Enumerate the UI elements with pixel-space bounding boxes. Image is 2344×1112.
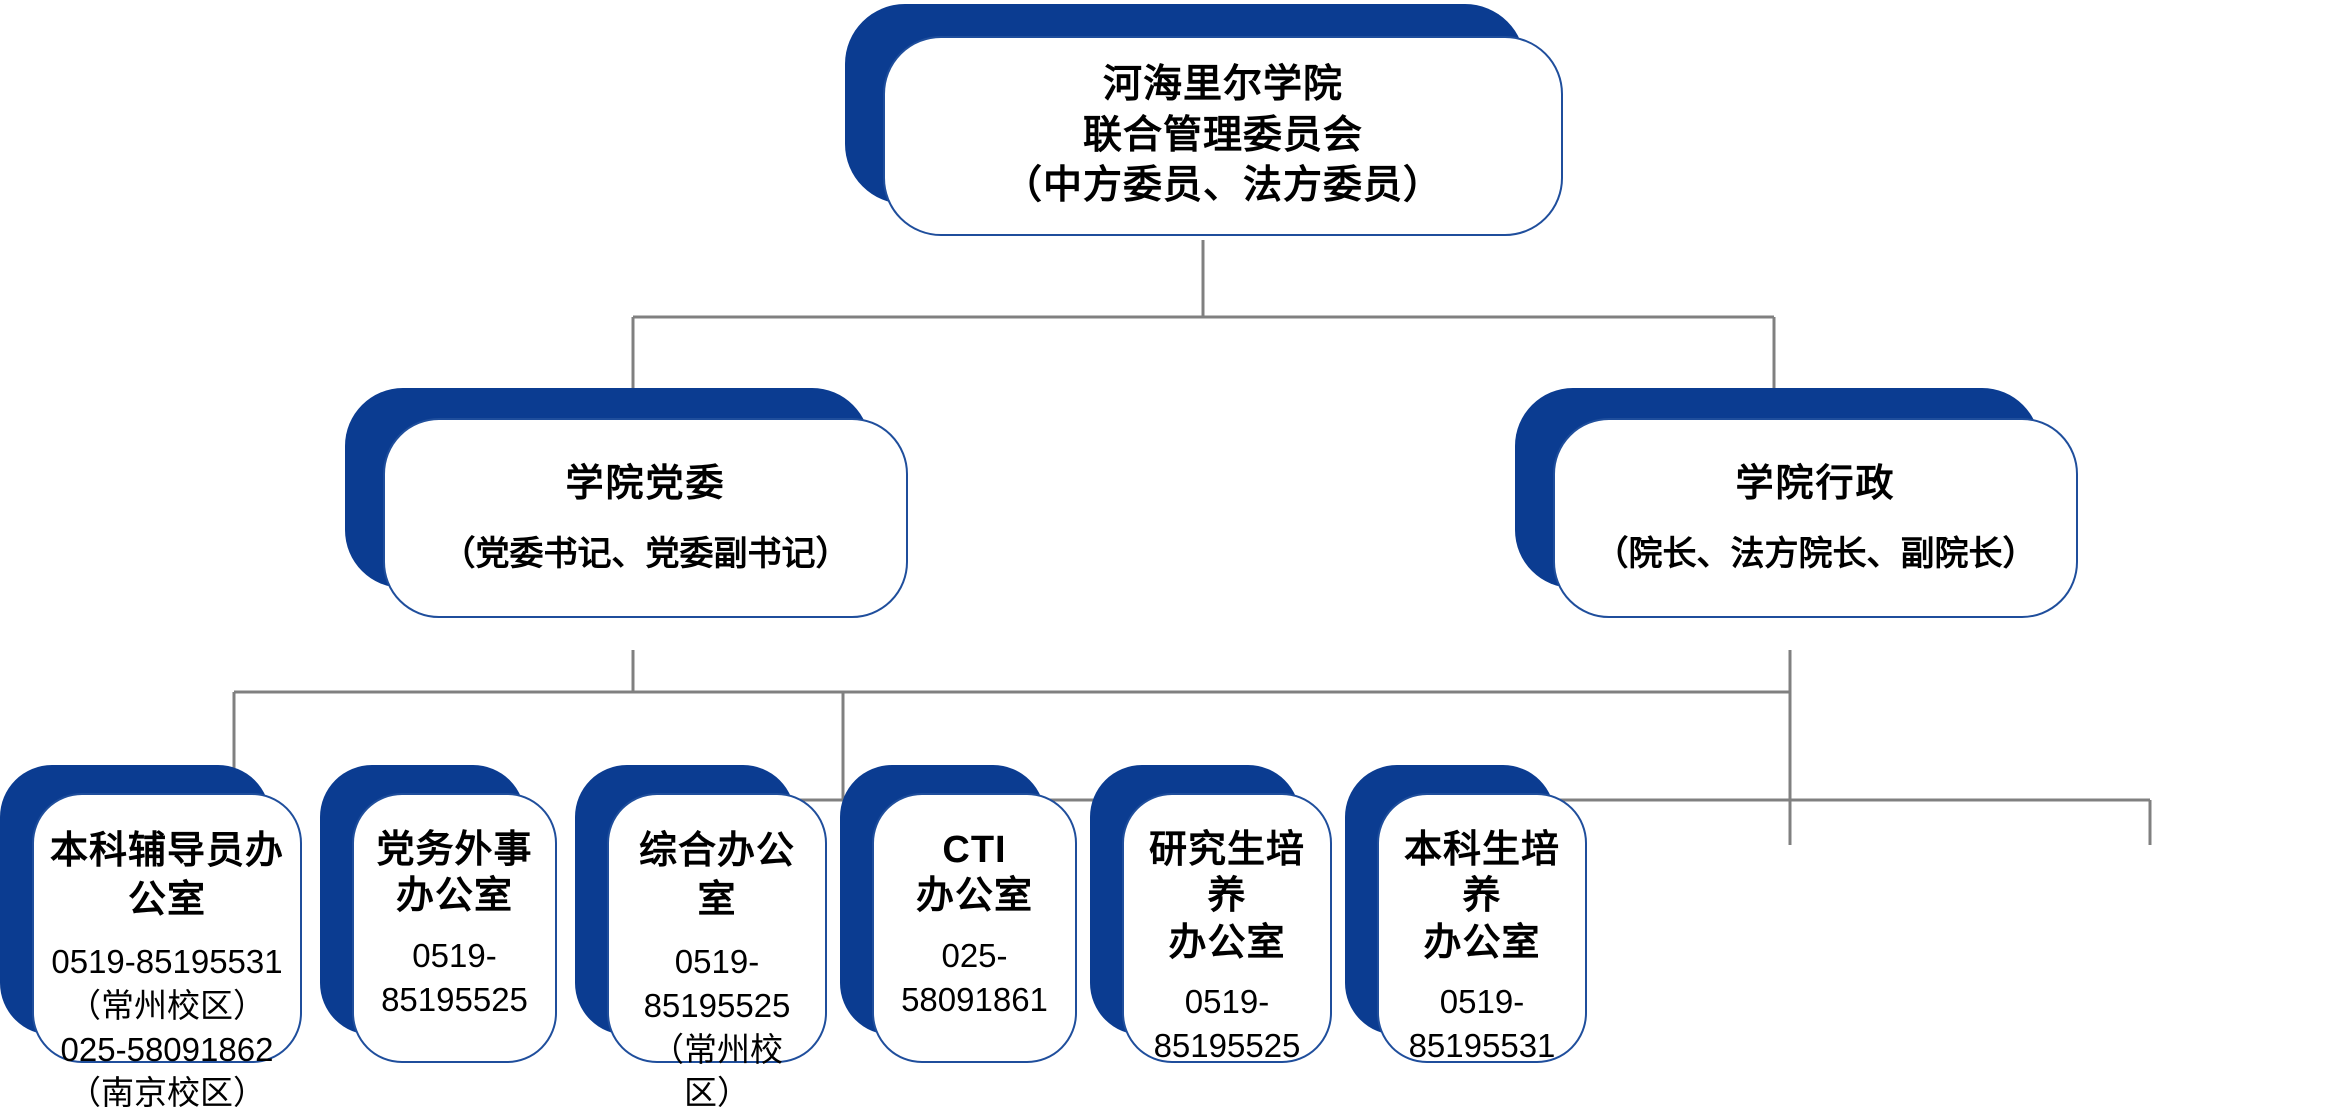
party-title: 学院党委 bbox=[565, 463, 726, 506]
root-title-line2: 联合管理委员会 bbox=[1082, 113, 1363, 157]
node-card[interactable]: 本科辅导员办公室 0519-85195531 （常州校区） 025-580918… bbox=[32, 793, 302, 1111]
node-undergraduate-training-office[interactable]: 本科生培养 办公室 0519-85195531 bbox=[1345, 765, 1587, 1064]
office3-title-line1: 综合办公室 bbox=[638, 830, 795, 922]
root-members-line: （中方委员、法方委员） bbox=[1002, 164, 1443, 208]
node-college-party-committee[interactable]: 学院党委 （党委书记、党委副书记） bbox=[345, 388, 908, 618]
office3-contacts: 0519-85195525 （常州校区） 025-58091861 （南京校区） bbox=[643, 942, 791, 1112]
node-joint-management-committee[interactable]: 河海里尔学院 联合管理委员会 （中方委员、法方委员） bbox=[845, 4, 1563, 236]
node-graduate-training-office[interactable]: 研究生培养 办公室 0519-85195525 bbox=[1090, 765, 1332, 1064]
office5-contacts: 0519-85195525 bbox=[1153, 983, 1301, 1064]
office6-title-line1: 本科生培养 bbox=[1403, 829, 1560, 918]
party-roles: （党委书记、党委副书记） bbox=[441, 534, 850, 573]
node-undergraduate-counselor-office[interactable]: 本科辅导员办公室 0519-85195531 （常州校区） 025-580918… bbox=[0, 765, 302, 1111]
office2-title-line1: 党务外事 bbox=[376, 829, 533, 871]
admin-roles: （院长、法方院长、副院长） bbox=[1594, 534, 2037, 573]
office1-contacts: 0519-85195531 （常州校区） 025-58091862 （南京校区） bbox=[51, 942, 283, 1112]
node-party-affairs-foreign-affairs-office[interactable]: 党务外事 办公室 0519-85195525 bbox=[320, 765, 557, 1063]
office6-contacts: 0519-85195531 bbox=[1408, 983, 1556, 1064]
node-card[interactable]: 河海里尔学院 联合管理委员会 （中方委员、法方委员） bbox=[883, 36, 1563, 236]
node-card[interactable]: 党务外事 办公室 0519-85195525 bbox=[352, 793, 557, 1063]
office5-title-line1: 研究生培养 bbox=[1148, 829, 1305, 918]
node-general-affairs-office[interactable]: 综合办公室 0519-85195525 （常州校区） 025-58091861 … bbox=[575, 765, 827, 1111]
node-college-administration[interactable]: 学院行政 （院长、法方院长、副院长） bbox=[1515, 388, 2078, 618]
office2-contacts: 0519-85195525 bbox=[381, 936, 528, 1018]
office1-title-line1: 本科辅导员办公室 bbox=[49, 830, 284, 922]
office2-title-line2: 办公室 bbox=[395, 875, 513, 918]
office4-title-line2: 办公室 bbox=[915, 875, 1033, 918]
node-card[interactable]: CTI 办公室 025-58091861 bbox=[872, 793, 1077, 1063]
node-card[interactable]: 本科生培养 办公室 0519-85195531 bbox=[1377, 793, 1587, 1064]
office4-contacts: 025-58091861 bbox=[901, 936, 1048, 1018]
node-card[interactable]: 研究生培养 办公室 0519-85195525 bbox=[1122, 793, 1332, 1064]
root-title-line1: 河海里尔学院 bbox=[1102, 62, 1343, 106]
office4-title-line1: CTI bbox=[942, 829, 1007, 871]
office6-title-line2: 办公室 bbox=[1423, 921, 1541, 964]
admin-title: 学院行政 bbox=[1735, 463, 1896, 506]
node-cti-office[interactable]: CTI 办公室 025-58091861 bbox=[840, 765, 1077, 1063]
node-card[interactable]: 学院党委 （党委书记、党委副书记） bbox=[383, 418, 908, 618]
office5-title-line2: 办公室 bbox=[1168, 921, 1286, 964]
node-card[interactable]: 综合办公室 0519-85195525 （常州校区） 025-58091861 … bbox=[607, 793, 827, 1111]
node-card[interactable]: 学院行政 （院长、法方院长、副院长） bbox=[1553, 418, 2078, 618]
